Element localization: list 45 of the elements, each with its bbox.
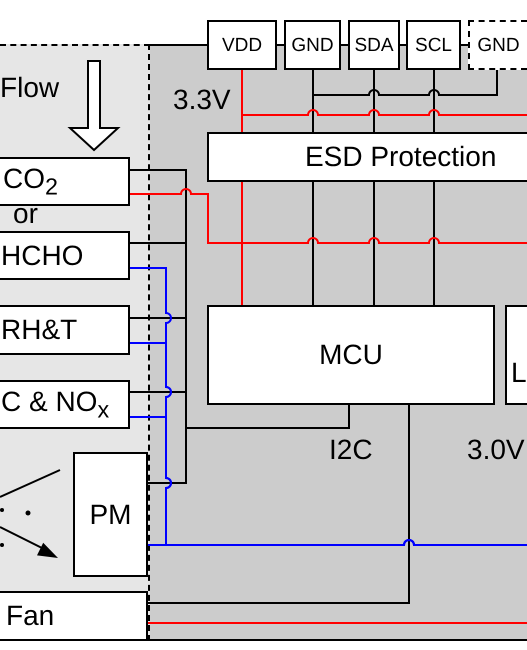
block-label: ESD Protection [305, 143, 496, 171]
sensor-box [0, 305, 130, 355]
voltage-label: 3.3V [173, 86, 231, 114]
conjunction-label: or [13, 200, 38, 228]
pin-box [207, 20, 277, 70]
bus-label: I2C [329, 436, 373, 464]
pin-box [284, 20, 341, 70]
pin-label: SCL [415, 36, 452, 54]
block-label: L [511, 359, 527, 387]
pin-label: SDA [354, 36, 394, 54]
sensor-label: RH&T [1, 316, 78, 344]
pin-label: GND [291, 36, 334, 54]
sensor-box [0, 157, 130, 206]
wire [312, 182, 314, 305]
flow-label: Flow [0, 74, 60, 102]
sensor-label: C & NO$_{x}$ [1, 388, 110, 422]
wire [241, 70, 527, 116]
mcu-block [207, 305, 495, 405]
pin-box [406, 20, 461, 70]
voltage-label: 3.0V [467, 436, 525, 464]
wire [241, 182, 243, 305]
wire [148, 622, 527, 624]
wire [312, 70, 498, 96]
wire [433, 182, 435, 305]
sensor-box [0, 380, 130, 429]
sensor-box [73, 452, 148, 577]
pin-box [348, 20, 400, 70]
block-label: MCU [319, 341, 383, 369]
sensor-label: HCHO [1, 242, 84, 270]
sensor-panel [0, 44, 150, 641]
wire [373, 70, 375, 132]
pin-label: GND [477, 36, 520, 54]
sensor-label: PM [90, 500, 132, 528]
sensor-box [0, 231, 130, 280]
wire [148, 405, 410, 604]
protection-block [207, 132, 527, 182]
fan-box [0, 591, 148, 641]
sensor-label: CO$_{2}$ [3, 164, 58, 198]
pin-box [468, 20, 527, 70]
wire [373, 182, 375, 305]
fan-label: Fan [6, 602, 54, 630]
wire [433, 70, 435, 132]
side-block [505, 305, 527, 405]
wire [130, 188, 527, 244]
pin-label: VDD [222, 36, 262, 54]
